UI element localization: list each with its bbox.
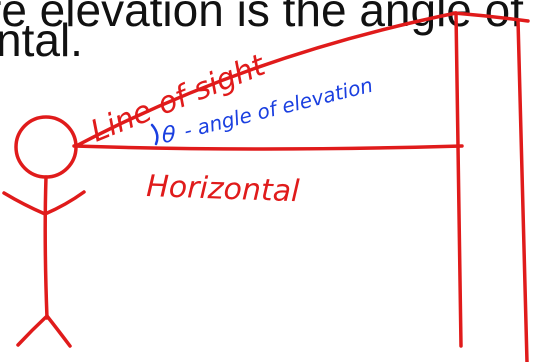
tower-left-wall — [454, 11, 463, 348]
slide-text-line-2: ntal. — [0, 14, 83, 66]
label-line-of-sight: Line of sight — [86, 47, 271, 149]
stick-figure-arms — [2, 190, 86, 216]
horizontal-line — [72, 144, 464, 151]
stick-figure — [2, 115, 86, 348]
line-of-sight — [74, 11, 458, 148]
label-theta: θ — [162, 123, 176, 148]
tower-right-wall — [516, 18, 529, 362]
stick-figure-head — [14, 115, 78, 179]
angle-arc — [150, 123, 159, 146]
tower-top — [452, 11, 530, 23]
stick-figure-body — [43, 175, 49, 320]
stick-figure-legs — [16, 314, 72, 348]
label-horizontal: Horizontal — [146, 169, 301, 209]
tower — [452, 11, 530, 362]
